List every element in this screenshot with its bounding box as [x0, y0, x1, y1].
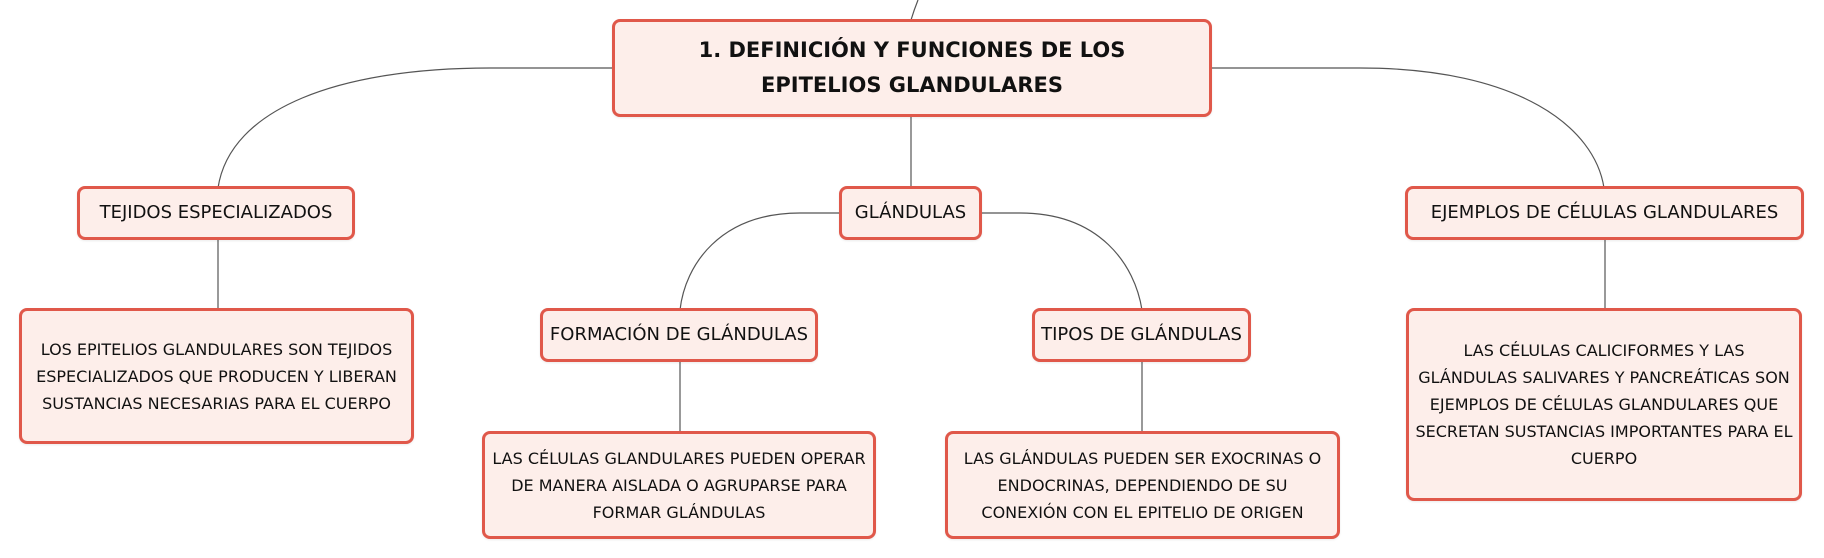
node-tejidos-detail[interactable]: LOS EPITELIOS GLANDULARES SON TEJIDOS ES…: [19, 308, 414, 444]
node-tejidos-detail-label: LOS EPITELIOS GLANDULARES SON TEJIDOS ES…: [36, 339, 397, 413]
node-tejidos-especializados-label: TEJIDOS ESPECIALIZADOS: [99, 202, 333, 223]
node-glandulas-label: GLÁNDULAS: [854, 202, 967, 223]
node-formacion-detail-label: LAS CÉLULAS GLANDULARES PUEDEN OPERAR DE…: [492, 448, 866, 522]
node-ejemplos-detail[interactable]: LAS CÉLULAS CALICIFORMES Y LAS GLÁNDULAS…: [1406, 308, 1802, 501]
root-node[interactable]: 1. DEFINICIÓN Y FUNCIONES DE LOS EPITELI…: [612, 19, 1212, 117]
node-tipos-glandulas[interactable]: TIPOS DE GLÁNDULAS: [1032, 308, 1251, 362]
node-glandulas[interactable]: GLÁNDULAS: [839, 186, 982, 240]
node-formacion-glandulas[interactable]: FORMACIÓN DE GLÁNDULAS: [540, 308, 818, 362]
connector-glandulas-tipos: [981, 212, 1143, 311]
node-tipos-glandulas-label: TIPOS DE GLÁNDULAS: [1041, 324, 1242, 345]
node-ejemplos-celulas-label: EJEMPLOS DE CÉLULAS GLANDULARES: [1430, 202, 1779, 223]
connector-parent-root: [910, 0, 919, 21]
connector-root-ejemplos: [1212, 67, 1605, 189]
connector-glandulas-formacion: [679, 212, 841, 311]
node-formacion-glandulas-label: FORMACIÓN DE GLÁNDULAS: [549, 324, 809, 345]
node-tipos-detail[interactable]: LAS GLÁNDULAS PUEDEN SER EXOCRINAS O END…: [945, 431, 1340, 539]
root-node-label: 1. DEFINICIÓN Y FUNCIONES DE LOS EPITELI…: [698, 38, 1126, 97]
node-tipos-detail-label: LAS GLÁNDULAS PUEDEN SER EXOCRINAS O END…: [963, 448, 1322, 522]
node-tejidos-especializados[interactable]: TEJIDOS ESPECIALIZADOS: [77, 186, 355, 240]
connector-root-tejidos: [217, 67, 612, 189]
node-ejemplos-celulas[interactable]: EJEMPLOS DE CÉLULAS GLANDULARES: [1405, 186, 1804, 240]
node-formacion-detail[interactable]: LAS CÉLULAS GLANDULARES PUEDEN OPERAR DE…: [482, 431, 876, 539]
node-ejemplos-detail-label: LAS CÉLULAS CALICIFORMES Y LAS GLÁNDULAS…: [1415, 341, 1793, 468]
